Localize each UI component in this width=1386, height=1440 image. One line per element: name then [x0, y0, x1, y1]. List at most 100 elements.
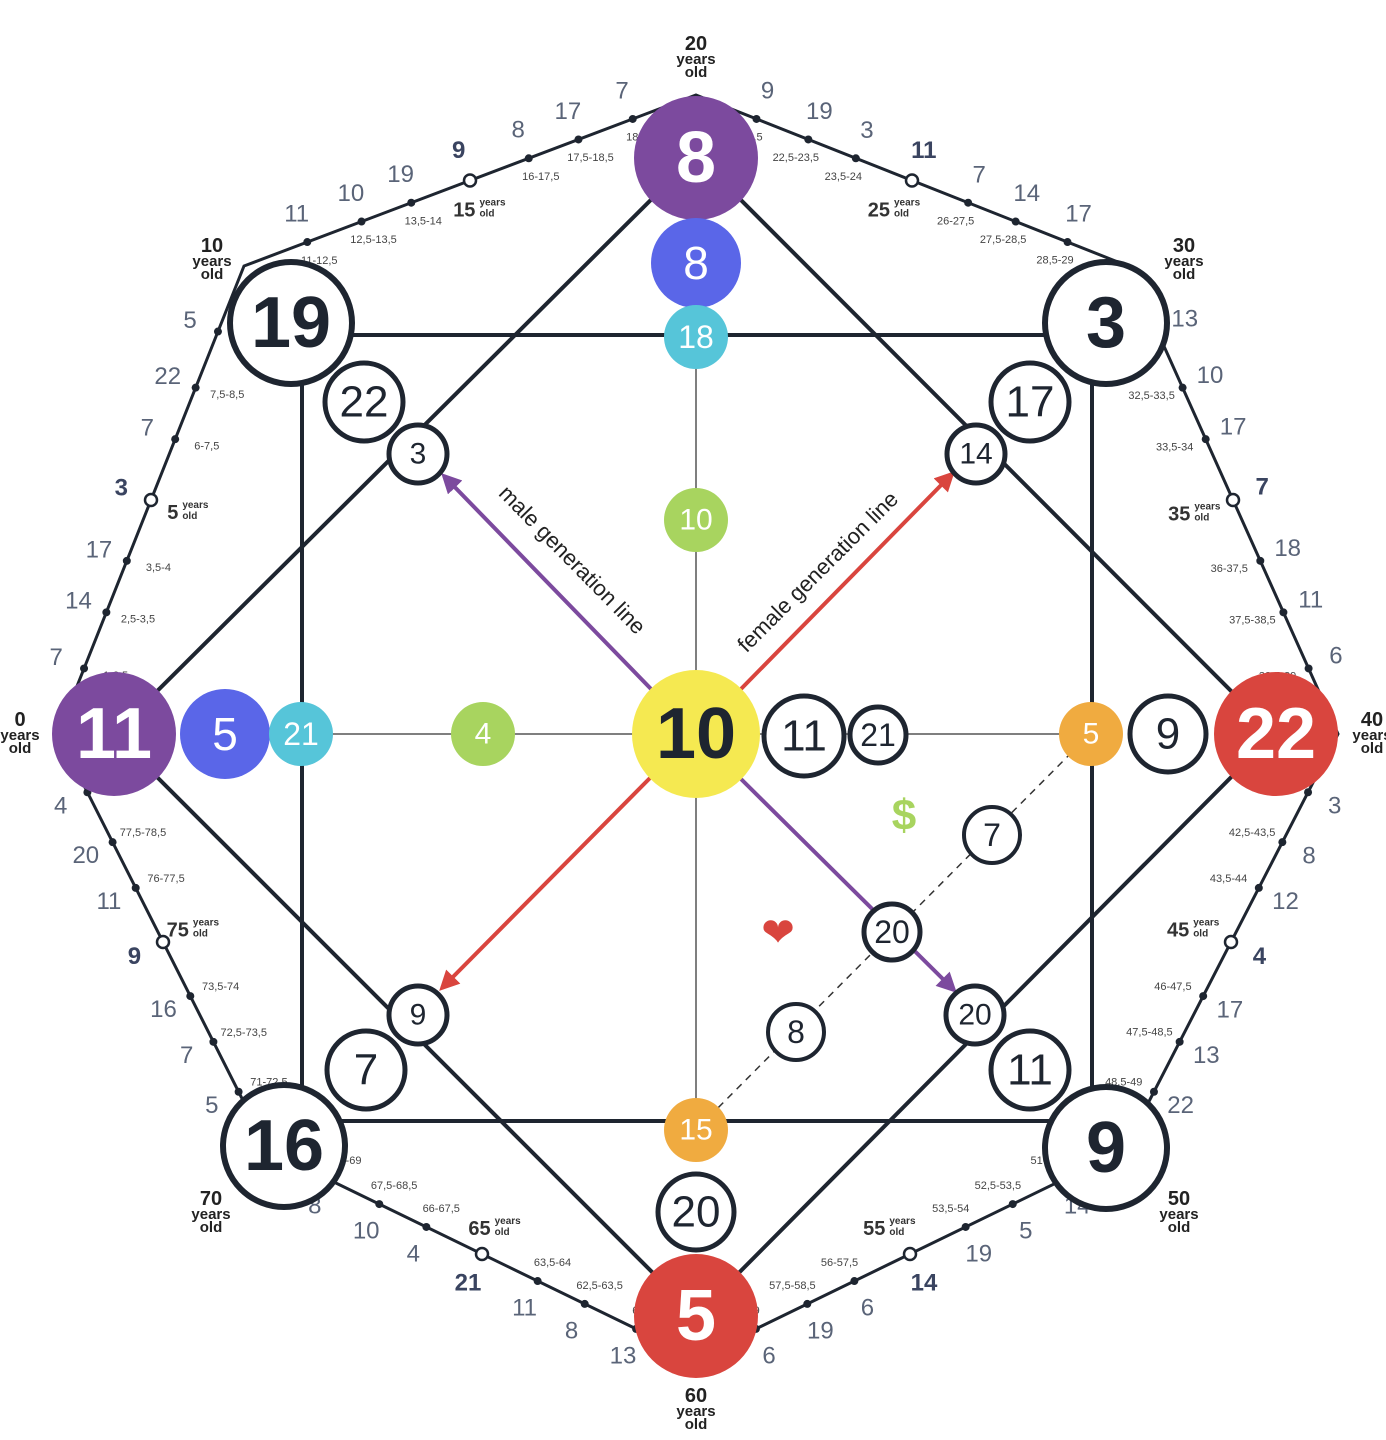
energy-value-tr-second: 17 [1006, 378, 1055, 427]
segment-dot [1063, 238, 1072, 247]
mid-age-old: old [193, 928, 208, 939]
segment-value: 3 [1328, 792, 1341, 819]
energy-value-left-third: 21 [283, 716, 319, 752]
mid-age-years: years [495, 1216, 522, 1227]
segment-dot [213, 327, 222, 336]
segment-value: 10 [338, 180, 365, 207]
segment-dot [1279, 608, 1288, 617]
segment-dot [1149, 1087, 1158, 1096]
energy-circle-right-second [1127, 693, 1209, 775]
mid-age-years: years [193, 917, 220, 928]
energy-value-right-second: 9 [1156, 710, 1180, 759]
energy-value-bottom-third: 15 [679, 1114, 712, 1147]
energy-value-br-second: 11 [1007, 1046, 1053, 1095]
energy-value-br-outer: 9 [1086, 1108, 1126, 1188]
segment-age-range: 27,5-28,5 [980, 234, 1026, 246]
segment-age-range: 67,5-68,5 [371, 1180, 417, 1192]
mid-age-value: 9 [452, 137, 465, 164]
segment-dot [234, 1087, 243, 1096]
energy-value-bl-second: 7 [354, 1046, 378, 1095]
segment-value: 7 [973, 161, 986, 188]
segment-dot [108, 838, 117, 847]
energy-value-tl-outer: 19 [251, 283, 331, 363]
segment-dot [580, 1299, 589, 1308]
mid-age-old: old [182, 511, 197, 522]
segment-dot [186, 992, 195, 1001]
segment-dot [375, 1200, 384, 1209]
segment-age-range: 73,5-74 [202, 981, 239, 993]
mid-age-marker [1223, 934, 1239, 950]
energy-circle-bottom-second [655, 1171, 737, 1253]
female-generation-line-upper [738, 471, 955, 692]
segment-dot [1201, 435, 1210, 444]
energy-value-bottom-second: 20 [672, 1188, 721, 1237]
frame-age-old-top-right: old [1173, 266, 1196, 283]
mid-age-value: 14 [911, 1269, 938, 1296]
mid-age-number: 35 [1168, 503, 1190, 525]
mid-age-value: 7 [1256, 473, 1269, 500]
male-generation-line-upper [441, 473, 654, 692]
segment-value: 18 [1274, 535, 1301, 562]
energy-value-tl-second: 22 [340, 378, 389, 427]
segment-age-range: 33,5-34 [1156, 441, 1193, 453]
segment-value: 10 [1197, 362, 1224, 389]
segment-age-range: 26-27,5 [937, 215, 974, 227]
segment-value: 6 [1329, 643, 1342, 670]
segment-value: 22 [1167, 1092, 1194, 1119]
male-generation-line-label: male generation line [494, 480, 651, 639]
segment-dot [407, 198, 416, 207]
energy-circle-top-third [664, 305, 728, 369]
segment-age-range: 72,5-73,5 [221, 1027, 267, 1039]
segment-dot [803, 1299, 812, 1308]
mid-age-number: 15 [453, 200, 475, 222]
segment-dot [524, 154, 533, 163]
frame-age-old-left: old [9, 740, 32, 757]
frame-age-top-right: 30 [1173, 235, 1195, 257]
segment-age-range: 62,5-63,5 [576, 1280, 622, 1292]
energy-value-bl-third: 9 [410, 999, 427, 1032]
frame-age-old-top: old [685, 64, 708, 81]
segment-age-range: 3,5-4 [146, 562, 171, 574]
mid-age-years: years [1193, 917, 1220, 928]
segment-value: 17 [1217, 996, 1244, 1023]
energy-value-right-outer: 22 [1236, 694, 1316, 774]
segment-dot [1011, 217, 1020, 226]
mid-age-number: 25 [868, 199, 890, 221]
segment-dot [1008, 1200, 1017, 1209]
segment-value: 11 [1298, 587, 1323, 614]
energy-circle-bottom-outer [634, 1254, 758, 1378]
frame-age-left: 0 [14, 709, 25, 731]
mid-age-years: years [1194, 501, 1221, 512]
segment-dot [422, 1222, 431, 1231]
frame-age-years-bottom: years [676, 1403, 715, 1420]
energy-circle-tr-second [988, 360, 1072, 444]
energy-circle-br-third [943, 983, 1007, 1047]
energy-value-tr-third: 14 [959, 438, 992, 471]
segment-value: 8 [1302, 842, 1315, 869]
frame-age-years-bottom-left: years [191, 1206, 230, 1223]
segment-value: 19 [965, 1240, 992, 1267]
mid-age-old: old [495, 1227, 510, 1238]
mid-age-number: 65 [468, 1218, 490, 1240]
segment-value: 14 [65, 588, 92, 615]
energy-circle-center-right-b [847, 704, 909, 766]
mid-age-number: 55 [863, 1218, 885, 1240]
mid-age-years: years [182, 500, 209, 511]
energy-circle-money-line [962, 805, 1022, 865]
segment-value: 19 [806, 98, 833, 125]
segment-dot [1256, 556, 1265, 565]
segment-age-range: 7,5-8,5 [210, 389, 244, 401]
segment-dot [122, 556, 131, 565]
segment-value: 9 [761, 78, 774, 105]
segment-value: 6 [861, 1295, 874, 1322]
segment-age-range: 63,5-64 [534, 1257, 571, 1269]
frame-age-old-bottom-right: old [1168, 1219, 1191, 1236]
mid-age-marker [904, 173, 920, 188]
segment-value: 12 [1272, 888, 1299, 915]
segment-age-range: 46-47,5 [1154, 981, 1191, 993]
frame-age-old-right: old [1361, 740, 1384, 757]
segment-age-range: 52,5-53,5 [975, 1180, 1021, 1192]
segment-age-range: 22,5-23,5 [773, 152, 819, 164]
segment-age-range: 23,5-24 [825, 171, 862, 183]
mid-age-old: old [1193, 928, 1208, 939]
